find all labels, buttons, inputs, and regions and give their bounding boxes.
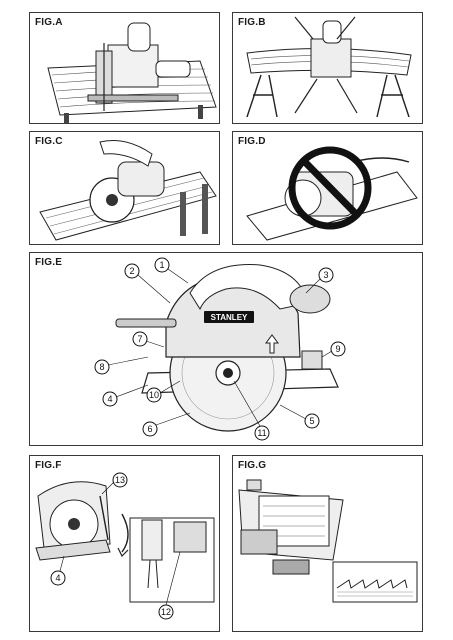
figure-g-panel: FIG.G (232, 455, 423, 632)
callout-7: 7 (132, 331, 148, 347)
callout-9: 9 (330, 341, 346, 357)
figure-b-illustration (246, 16, 412, 118)
callout-2: 2 (124, 263, 140, 279)
callouts: 1 2 3 7 8 9 4 10 11 5 6 (94, 257, 346, 441)
svg-text:2: 2 (129, 266, 134, 276)
figure-g-illustration (238, 479, 418, 603)
callout-1: 1 (154, 257, 170, 273)
figure-c-illustration (39, 140, 217, 241)
svg-text:13: 13 (115, 475, 125, 485)
figure-e-illustration: STANLEY 1 2 3 7 8 9 4 10 11 5 (94, 257, 346, 441)
svg-text:4: 4 (55, 573, 60, 583)
svg-text:11: 11 (257, 428, 266, 438)
callout-3: 3 (318, 267, 334, 283)
callout-10: 10 (146, 387, 162, 403)
figure-e-panel: FIG.E STANLEY 1 2 3 7 (29, 252, 423, 446)
callout-13: 13 (112, 472, 128, 488)
figure-f-panel: FIG.F 13 4 12 (29, 455, 220, 632)
svg-text:7: 7 (137, 334, 142, 344)
svg-text:12: 12 (161, 607, 171, 617)
figure-c-label: FIG.C (35, 136, 63, 147)
callout-4: 4 (102, 391, 118, 407)
figure-a-illustration (47, 22, 217, 123)
stanley-brand-text: STANLEY (211, 313, 248, 322)
callout-6: 6 (142, 421, 158, 437)
figure-a-label: FIG.A (35, 17, 63, 28)
figure-b-panel: FIG.B (232, 12, 423, 124)
figure-f-label: FIG.F (35, 460, 62, 471)
svg-text:1: 1 (159, 260, 164, 270)
figure-a-panel: FIG.A (29, 12, 220, 124)
figure-g-label: FIG.G (238, 460, 267, 471)
svg-text:8: 8 (99, 362, 104, 372)
callout-8: 8 (94, 359, 110, 375)
svg-text:3: 3 (323, 270, 328, 280)
callout-12: 12 (158, 604, 174, 620)
callout-11: 11 (254, 425, 270, 441)
figure-e-label: FIG.E (35, 257, 63, 268)
svg-text:9: 9 (335, 344, 340, 354)
callout-4-f: 4 (50, 570, 66, 586)
svg-text:10: 10 (149, 390, 159, 400)
figure-f-illustration: 13 4 12 (35, 472, 215, 620)
svg-text:6: 6 (147, 424, 152, 434)
svg-text:5: 5 (309, 416, 314, 426)
callout-5: 5 (304, 413, 320, 429)
figure-b-label: FIG.B (238, 17, 266, 28)
svg-text:4: 4 (107, 394, 112, 404)
figure-d-illustration (246, 146, 418, 241)
figure-d-label: FIG.D (238, 136, 266, 147)
figure-d-panel: FIG.D (232, 131, 423, 245)
figure-c-panel: FIG.C (29, 131, 220, 245)
